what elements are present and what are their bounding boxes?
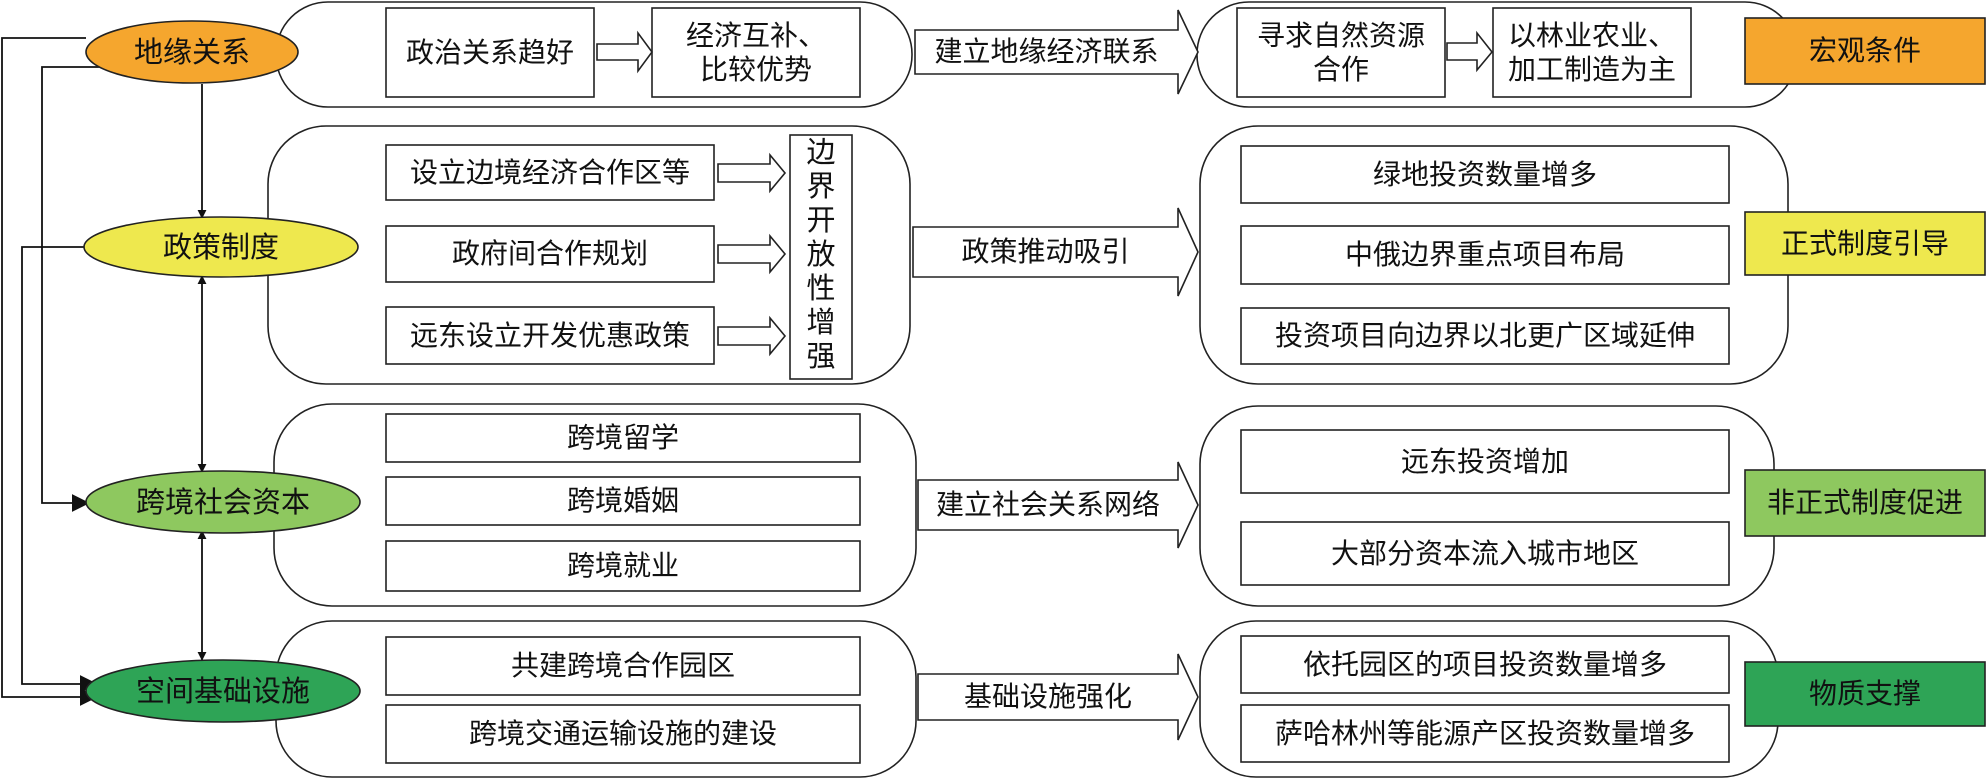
row1-inner-arrow-2 — [1446, 30, 1494, 73]
row3-right-text-2: 大部分资本流入城市地区 — [1330, 536, 1639, 570]
side-box-informal — [1744, 469, 1986, 537]
row2-right-text-2: 中俄边界重点项目布局 — [1344, 238, 1625, 272]
row3-box-3 — [385, 540, 861, 592]
row4-text-1: 共建跨境合作园区 — [510, 649, 735, 683]
row1-inner-arrow-1 — [596, 30, 653, 74]
row3-connector-label: 建立社会关系网络 — [935, 488, 1160, 522]
row4-box-1 — [385, 636, 861, 696]
side-box-macro — [1744, 17, 1986, 85]
row2-right-text-3: 投资项目向边界以北更广区域延伸 — [1274, 319, 1695, 353]
vertical-char: 界 — [806, 169, 836, 203]
row4-box-2 — [385, 704, 861, 764]
row4-text-2: 跨境交通运输设施的建设 — [468, 717, 777, 751]
row3-text-3: 跨境就业 — [566, 549, 679, 583]
side-label-macro: 宏观条件 — [1808, 34, 1921, 68]
row2-inner-arrow-2 — [717, 233, 787, 275]
row1-connector-label: 建立地缘经济联系 — [934, 35, 1159, 69]
connector-geo-to-social — [41, 66, 102, 512]
row1-text-2: 经济互补、 比较优势 — [685, 19, 826, 86]
row3-box-1 — [385, 413, 861, 463]
row4-connector-arrow — [917, 653, 1199, 741]
row3-right-box-2 — [1240, 521, 1730, 586]
vertical-char: 边 — [806, 135, 836, 169]
row4-right-box-2 — [1240, 704, 1730, 763]
side-label-informal: 非正式制度促进 — [1766, 486, 1963, 520]
factor-label-infra: 空间基础设施 — [135, 673, 310, 708]
row1-box-2 — [651, 7, 861, 98]
row1-box-1 — [385, 7, 595, 98]
row2-text-3: 远东设立开发优惠政策 — [409, 318, 690, 352]
row2-inner-arrow-3 — [717, 315, 787, 357]
row1-box-3 — [1236, 7, 1446, 98]
row3-text-1: 跨境留学 — [566, 421, 679, 455]
row2-vertical-text: 边界开放性增强 — [790, 135, 852, 379]
row2-connector-label: 政策推动吸引 — [961, 235, 1130, 269]
vertical-char: 放 — [806, 237, 836, 271]
row3-text-2: 跨境婚姻 — [566, 484, 679, 518]
row4-right-text-2: 萨哈林州等能源产区投资数量增多 — [1274, 716, 1695, 750]
row2-box-3 — [385, 306, 715, 365]
row1-box-4 — [1492, 7, 1692, 98]
row2-right-text-1: 绿地投资数量增多 — [1372, 157, 1597, 191]
row2-text-1: 设立边境经济合作区等 — [409, 155, 690, 189]
vertical-char: 增 — [806, 305, 836, 339]
row2-inner-arrow-1 — [717, 152, 787, 194]
row2-box-1 — [385, 144, 715, 201]
row1-right-text-1: 寻求自然资源 合作 — [1256, 19, 1425, 86]
row4-connector-label: 基础设施强化 — [963, 680, 1132, 714]
connector-policy-to-infra — [21, 246, 98, 693]
vertical-char: 开 — [806, 203, 836, 237]
factor-label-social: 跨境社会资本 — [135, 484, 310, 519]
factor-label-policy: 政策制度 — [162, 229, 279, 264]
row3-right-text-1: 远东投资增加 — [1400, 444, 1569, 478]
vertical-char: 强 — [806, 339, 836, 373]
vertical-char: 性 — [806, 271, 836, 305]
side-label-material: 物质支撑 — [1808, 677, 1921, 711]
row2-right-box-1 — [1240, 145, 1730, 204]
row2-right-box-2 — [1240, 225, 1730, 285]
row1-right-text-2: 以林业农业、 加工制造为主 — [1507, 19, 1676, 86]
row2-connector-arrow — [912, 207, 1199, 297]
row2-text-2: 政府间合作规划 — [451, 237, 648, 271]
side-box-material — [1744, 661, 1986, 727]
row4-right-box-1 — [1240, 635, 1730, 694]
row3-connector-arrow — [917, 461, 1199, 549]
row4-right-text-1: 依托园区的项目投资数量增多 — [1302, 647, 1667, 681]
side-box-formal — [1744, 211, 1986, 276]
row3-right-box-1 — [1240, 429, 1730, 494]
side-label-formal: 正式制度引导 — [1780, 226, 1949, 260]
row3-box-2 — [385, 476, 861, 526]
row2-vertical-box — [789, 134, 853, 380]
row1-text-1: 政治关系趋好 — [405, 35, 574, 69]
factor-ellipse-geo — [85, 20, 299, 84]
row2-box-2 — [385, 225, 715, 283]
factor-label-geo: 地缘关系 — [133, 34, 250, 69]
row1-connector-arrow — [914, 9, 1199, 95]
connector-geo-to-infra-outer — [1, 37, 98, 706]
row2-right-box-3 — [1240, 307, 1730, 365]
factor-ellipse-policy — [83, 216, 359, 278]
factor-ellipse-infra — [85, 659, 361, 723]
factor-ellipse-social — [85, 470, 361, 534]
